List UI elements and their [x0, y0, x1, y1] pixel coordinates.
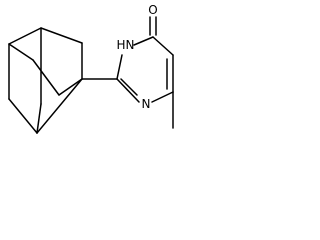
- bond: [40, 27, 83, 44]
- chemical-structure-diagram: O H N N: [8, 3, 174, 134]
- pyrimidinone-ring: [116, 16, 174, 129]
- adamantane-cage: [8, 27, 83, 134]
- carbonyl-oxygen-label: O: [148, 3, 157, 17]
- bond: [8, 98, 38, 134]
- bond: [36, 78, 83, 134]
- bond: [36, 103, 42, 134]
- bond: [116, 78, 140, 103]
- ring-nh-nitrogen-label: N: [126, 38, 135, 52]
- bond: [32, 59, 60, 96]
- bond: [120, 78, 138, 96]
- bond: [8, 43, 34, 61]
- ring-nitrogen-label: N: [142, 97, 151, 111]
- bond: [133, 36, 154, 46]
- bond: [116, 54, 123, 80]
- ring-nh-hydrogen-label: H: [116, 38, 125, 52]
- bond: [8, 27, 42, 45]
- bond: [151, 91, 174, 103]
- bond: [152, 36, 174, 56]
- bond: [58, 78, 83, 96]
